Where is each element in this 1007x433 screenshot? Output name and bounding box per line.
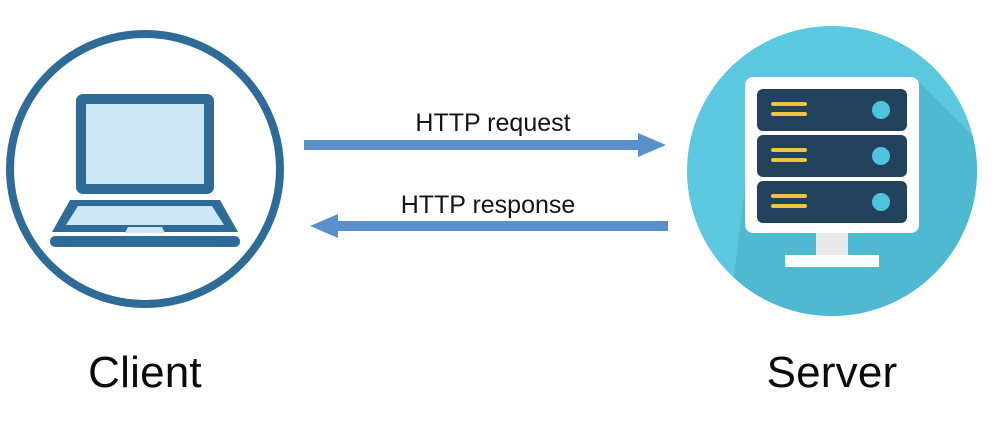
- http-request-label: HTTP request: [415, 109, 571, 137]
- server-rack-icon: [745, 77, 919, 267]
- http-response-label: HTTP response: [400, 191, 576, 219]
- client-label: Client: [88, 348, 202, 397]
- http-request-arrow: [304, 133, 666, 157]
- http-response-arrow: [310, 214, 668, 238]
- server-label: Server: [766, 348, 898, 397]
- arrow-group: [298, 130, 678, 240]
- laptop-icon: [48, 92, 242, 248]
- client-node-circle: [6, 30, 284, 308]
